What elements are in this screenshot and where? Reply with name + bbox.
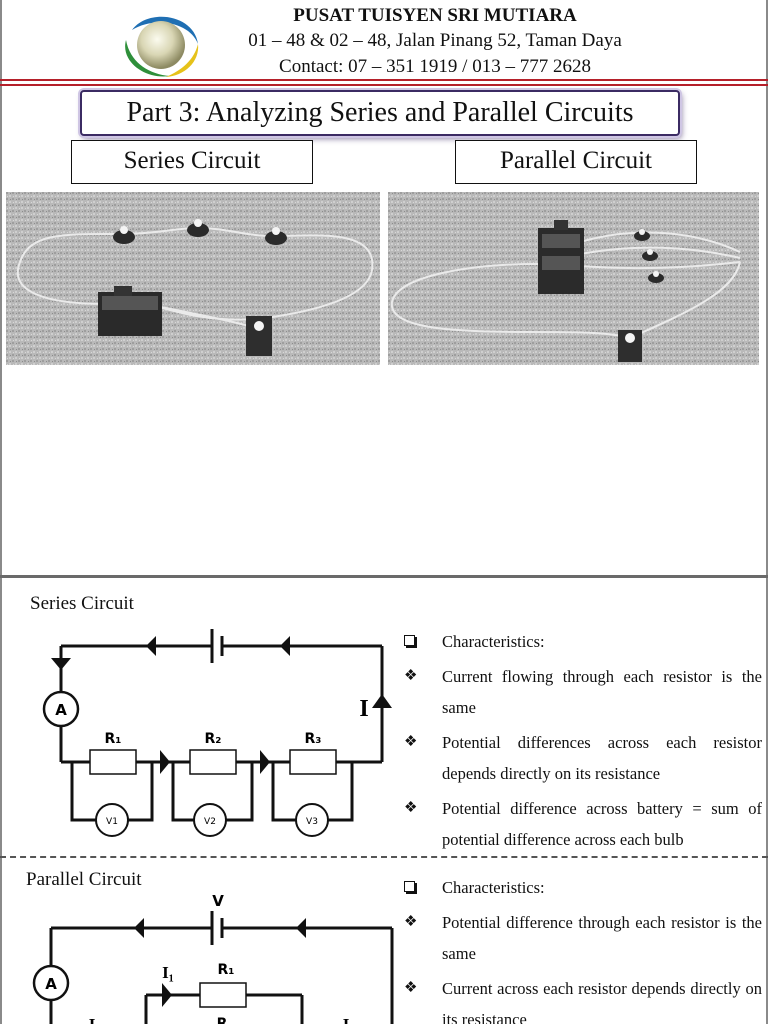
ammeter-symbol: [32, 964, 70, 1002]
current-arrow-down: [51, 658, 71, 670]
resistor-r1: [89, 749, 137, 775]
ammeter-label: A: [45, 975, 57, 993]
parallel-section-heading: Parallel Circuit: [26, 869, 142, 890]
voltmeter-v1: [95, 803, 129, 837]
list-item: ❖ Potential difference through each resi…: [402, 907, 762, 969]
current-arrow-left-2: [296, 918, 306, 938]
ammeter-symbol: [42, 690, 80, 728]
ammeter-label: A: [55, 701, 67, 719]
diamond-bullet-icon: ❖: [404, 800, 418, 816]
series-circuit-photo: [6, 192, 380, 365]
list-item-text: Current flowing through each resistor is…: [442, 667, 762, 717]
series-characteristics: Characteristics: ❖ Current flowing throu…: [402, 626, 762, 859]
voltmeter-v1-label: V1: [106, 817, 118, 827]
current-arrow-left-1: [134, 918, 144, 938]
list-item: ❖ Potential difference across battery = …: [402, 793, 762, 855]
checkbox-bullet-icon: [404, 626, 415, 658]
resistor-r2: [189, 749, 237, 775]
list-item: ❖ Current flowing through each resistor …: [402, 661, 762, 723]
list-item-text: Potential difference through each resist…: [442, 913, 762, 963]
characteristics-title-text: Characteristics:: [442, 632, 545, 651]
resistor-r1-label: R₁: [105, 731, 122, 747]
current-left-label: I: [89, 1015, 96, 1024]
resistor-r2-label: R: [217, 1016, 228, 1024]
voltmeter-v3: [295, 803, 329, 837]
diamond-bullet-icon: ❖: [404, 668, 418, 684]
section-dashed-divider: [0, 856, 768, 858]
current-i1-label: I₁: [162, 963, 174, 982]
voltmeter-v2: [193, 803, 227, 837]
resistor-r3-label: R₃: [305, 731, 322, 747]
current-arrow-up: [372, 694, 392, 708]
current-right-label: I: [343, 1015, 350, 1024]
header-rule-top: [0, 79, 768, 81]
current-arrow-right-1: [160, 750, 170, 774]
current-arrow-right-2: [260, 750, 270, 774]
parallel-characteristics: Characteristics: ❖ Potential difference …: [402, 872, 762, 1024]
resistor-r2-label: R₂: [205, 731, 222, 747]
voltmeter-v2-label: V2: [204, 817, 216, 827]
parallel-circuit-label: Parallel Circuit: [455, 140, 697, 184]
diamond-bullet-icon: ❖: [404, 914, 418, 930]
current-arrow-left-2: [280, 636, 290, 656]
list-item-text: Current across each resistor depends dir…: [442, 979, 762, 1024]
series-circuit-label: Series Circuit: [71, 140, 313, 184]
centre-contact: Contact: 07 – 351 1919 / 013 – 777 2628: [279, 56, 591, 77]
characteristics-title: Characteristics:: [402, 626, 762, 657]
series-circuit-diagram: A I R₁ R₂ R₃ V1 V2 V3: [42, 629, 392, 837]
resistor-r1-label: R₁: [218, 962, 235, 978]
list-item: ❖ Potential differences across each resi…: [402, 727, 762, 789]
centre-address: 01 – 48 & 02 – 48, Jalan Pinang 52, Tama…: [248, 30, 622, 51]
current-arrow-right: [162, 983, 172, 1007]
checkbox-bullet-icon: [404, 872, 415, 904]
voltmeter-v3-label: V3: [306, 817, 318, 827]
resistor-r1: [199, 982, 247, 1008]
current-label: I: [359, 696, 368, 722]
voltage-label: V: [212, 892, 224, 910]
diamond-bullet-icon: ❖: [404, 734, 418, 750]
header-rule-bottom: [0, 84, 768, 86]
list-item: ❖ Current across each resistor depends d…: [402, 973, 762, 1024]
list-item-text: Potential difference across battery = su…: [442, 799, 762, 849]
current-arrow-left-1: [146, 636, 156, 656]
section-divider: [0, 575, 768, 578]
series-section-heading: Series Circuit: [30, 593, 134, 614]
parallel-circuit-photo: [388, 192, 759, 365]
centre-name: PUSAT TUISYEN SRI MUTIARA: [293, 5, 577, 26]
letterhead: PUSAT TUISYEN SRI MUTIARA 01 – 48 & 02 –…: [0, 0, 768, 86]
pearl-logo-icon: [125, 16, 199, 77]
resistor-r3: [289, 749, 337, 775]
list-item-text: Potential differences across each resist…: [442, 733, 762, 783]
characteristics-title: Characteristics:: [402, 872, 762, 903]
diamond-bullet-icon: ❖: [404, 980, 418, 996]
part-title: Part 3: Analyzing Series and Parallel Ci…: [80, 90, 680, 136]
parallel-circuit-diagram: V A I₁ R₁ R I I: [32, 892, 394, 1024]
characteristics-title-text: Characteristics:: [442, 878, 545, 897]
